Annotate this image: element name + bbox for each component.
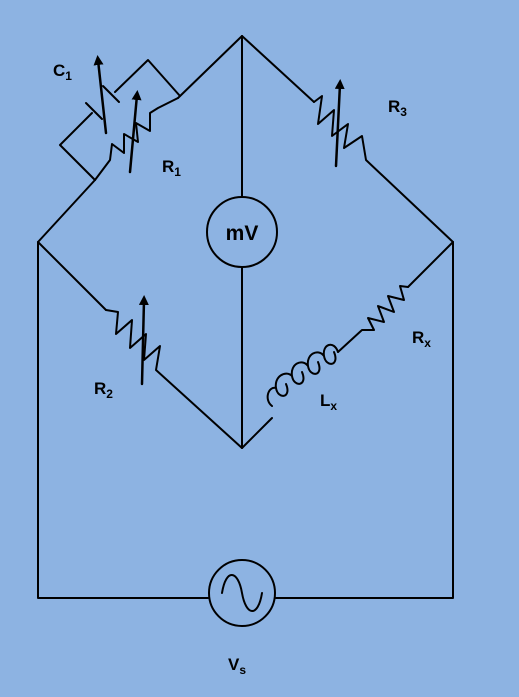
label-rx: Rx [412, 328, 431, 350]
meter-label: mV [226, 222, 259, 245]
variable-resistor-r1-icon [128, 90, 142, 174]
label-r3: R3 [388, 97, 407, 119]
center-branch: mV [206, 35, 278, 449]
label-lx: Lx [320, 391, 337, 413]
variable-resistor-r2-icon [138, 295, 149, 386]
arm-r2 [37, 241, 243, 449]
label-r1: R1 [162, 157, 181, 179]
source-loop [37, 241, 454, 627]
wire-parallel-to-top [177, 35, 243, 99]
resistor-r1-zigzag [94, 97, 179, 181]
arm-r3 [241, 35, 454, 243]
wire-left-down [37, 241, 209, 599]
resistor-r3-zigzag [313, 95, 454, 243]
sine-wave-icon [221, 574, 263, 612]
wire-left-to-parallel [37, 179, 96, 243]
variable-capacitor-icon [93, 55, 108, 135]
label-vs: Vs [228, 655, 246, 677]
wire-lx-to-bottom [241, 417, 273, 449]
capacitor-c1-plate-a [85, 102, 103, 120]
label-r2: R2 [94, 379, 113, 401]
wire-left-to-r2 [37, 241, 107, 311]
capacitor-c1-plate-b [102, 85, 120, 103]
arm-c1-r1 [37, 35, 243, 243]
label-c1: C1 [53, 61, 72, 83]
inductor-icon [266, 343, 339, 407]
wire-top-to-r3 [241, 35, 315, 103]
wire-c1-branch-right [114, 59, 181, 97]
resistor-icon [337, 285, 409, 353]
variable-resistor-r3-icon [334, 79, 345, 168]
wire-c1-branch [59, 112, 96, 181]
resistor-r2-zigzag [105, 309, 243, 449]
wire-right-down [275, 241, 454, 599]
wire-right-to-rx [407, 241, 454, 288]
arm-lx-rx [241, 241, 454, 449]
ac-source-icon [208, 559, 276, 627]
